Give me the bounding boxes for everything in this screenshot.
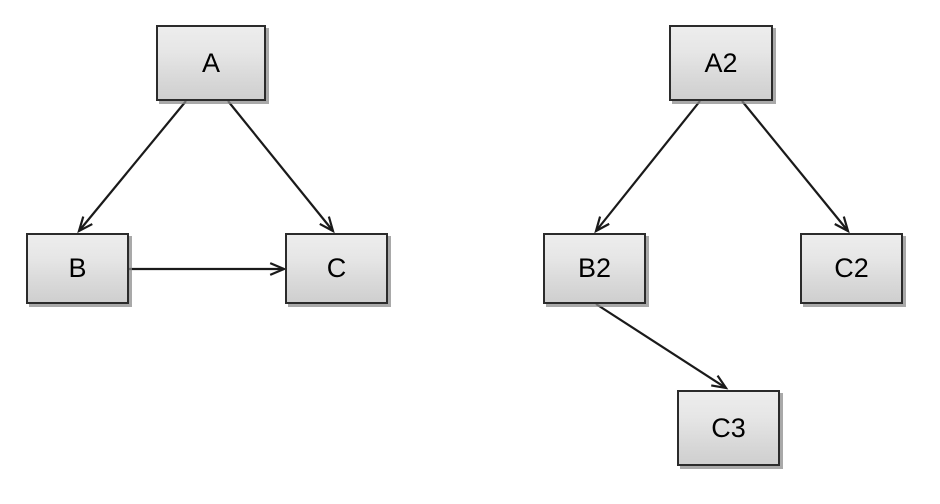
edge-a2-c2[interactable]	[741, 100, 850, 234]
node-c3[interactable]: C3	[677, 390, 780, 466]
arrowhead-icon	[711, 374, 729, 390]
edge-a-b[interactable]	[77, 100, 187, 234]
node-label: A2	[704, 47, 738, 78]
arrowhead-icon	[594, 216, 610, 234]
node-c[interactable]: C	[285, 233, 388, 304]
arrowhead-icon	[319, 216, 335, 234]
arrowhead-icon	[834, 216, 850, 234]
edge-b-c[interactable]	[129, 262, 287, 276]
edge-b2-c3[interactable]	[595, 303, 729, 390]
node-b[interactable]: B	[26, 233, 129, 304]
node-a[interactable]: A	[156, 25, 266, 101]
edges-group	[77, 100, 850, 390]
node-label: C	[326, 253, 347, 283]
node-label: A	[201, 47, 220, 78]
edge-line	[741, 100, 849, 232]
node-label: B2	[577, 253, 612, 283]
edge-line	[78, 100, 187, 232]
node-b2[interactable]: B2	[543, 233, 646, 304]
node-c2[interactable]: C2	[800, 233, 903, 304]
edge-line	[595, 303, 727, 389]
arrowhead-icon	[77, 216, 93, 234]
node-label: C2	[834, 253, 869, 283]
edge-a2-b2[interactable]	[594, 100, 701, 234]
node-a2[interactable]: A2	[669, 25, 773, 101]
edge-a-c[interactable]	[227, 100, 335, 234]
node-label: C3	[711, 412, 746, 443]
edge-line	[595, 100, 701, 232]
edge-line	[227, 100, 334, 232]
node-label: B	[68, 253, 87, 283]
arrowhead-icon	[269, 262, 287, 276]
